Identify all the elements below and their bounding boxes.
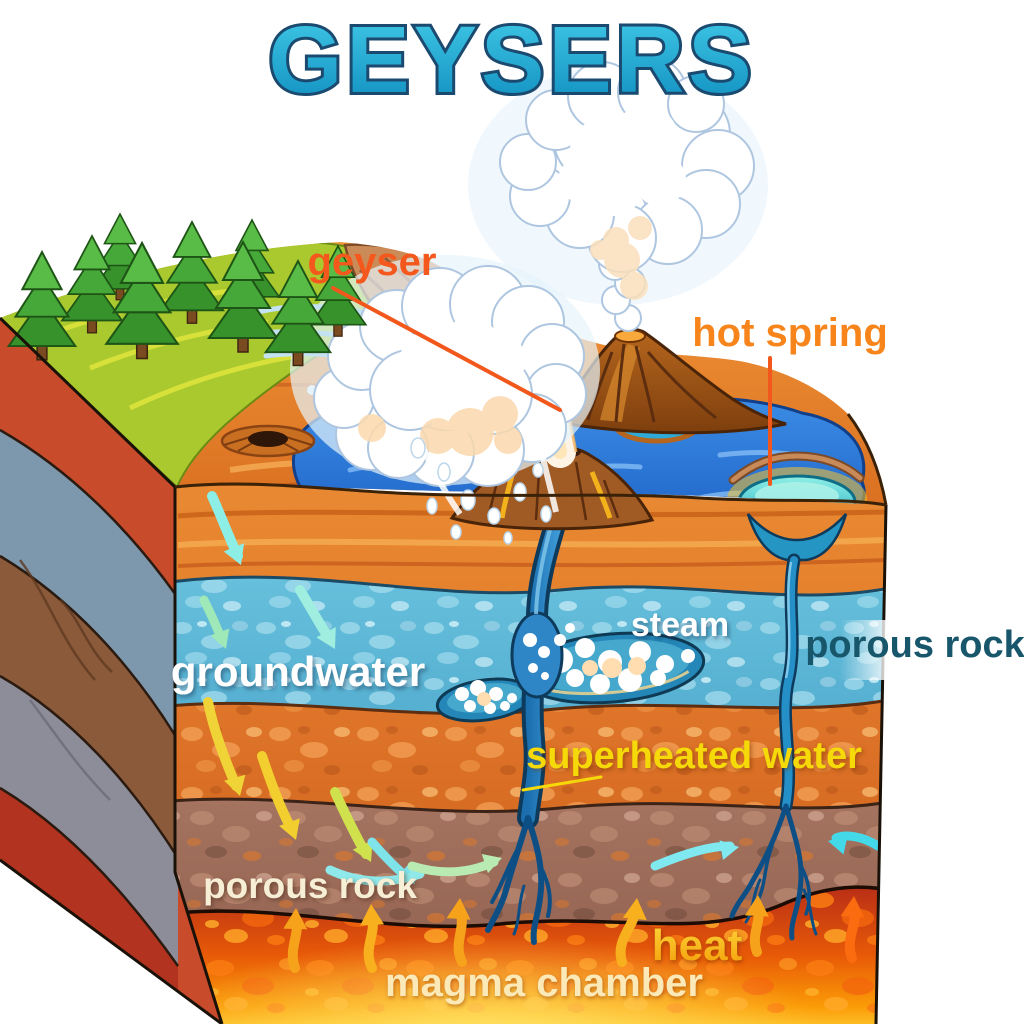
label-porous-rock-left: porous rock <box>203 865 417 906</box>
front-face-layers <box>175 484 886 1024</box>
geyser-conduit <box>510 497 575 829</box>
label-groundwater: groundwater <box>171 648 425 695</box>
label-geyser: geyser <box>308 240 437 284</box>
geyser-leader-line <box>331 286 562 412</box>
small-crater <box>220 424 316 458</box>
flow-arrows <box>325 831 883 886</box>
volcano <box>553 328 787 435</box>
label-hot-spring: hot spring <box>692 311 888 355</box>
page-title: GEYSERS <box>268 7 755 113</box>
steam-plume <box>468 57 768 332</box>
label-magma-chamber: magma chamber <box>385 961 703 1005</box>
label-heat: heat <box>652 921 743 970</box>
hot-spring-roots <box>729 803 818 941</box>
label-porous-rock-right: porous rock <box>805 624 1024 666</box>
geyser-roots <box>485 815 552 945</box>
leader-lines <box>331 286 772 792</box>
steam-bubbles-small <box>455 680 517 714</box>
heat-arrows <box>283 895 865 973</box>
magma-glow <box>175 935 830 1024</box>
label-superheated-water: superheated water <box>526 735 862 777</box>
label-steam: steam <box>631 606 729 644</box>
block-outlines <box>0 316 888 1024</box>
geyser-eruption-cloud <box>247 255 600 487</box>
label-backdrop-fade <box>840 620 890 680</box>
water-droplets <box>410 437 559 545</box>
hot-spring-conduit <box>746 513 848 813</box>
superheated-leader-line <box>521 775 603 792</box>
